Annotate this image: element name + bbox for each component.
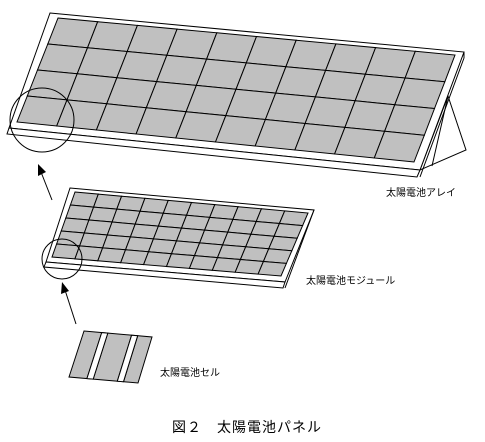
figure-caption: 図２ 太陽電池パネル bbox=[172, 420, 322, 436]
cell-label: 太陽電池セル bbox=[160, 366, 220, 379]
solar-cell-tile bbox=[262, 248, 293, 264]
array-frame-side-edge bbox=[419, 57, 465, 178]
arrow-cell-to-module bbox=[61, 282, 77, 325]
cell-busbar bbox=[86, 332, 109, 380]
module-label: 太陽電池モジュール bbox=[306, 274, 395, 287]
solar-cell-tile bbox=[273, 222, 304, 239]
array-zoom-circle bbox=[9, 87, 75, 153]
solar-module bbox=[41, 187, 315, 289]
module-frame-side-edge bbox=[284, 209, 315, 289]
cell-body bbox=[68, 330, 153, 384]
cell-busbar bbox=[116, 334, 139, 383]
solar-array bbox=[6, 12, 467, 178]
cell-busbars bbox=[86, 332, 139, 383]
solar-cell-tile bbox=[267, 235, 298, 252]
array-frame-edge bbox=[6, 127, 421, 178]
module-cell-grid bbox=[51, 191, 309, 277]
arrow-module-to-array bbox=[38, 164, 53, 201]
module-frame-edge bbox=[43, 261, 286, 289]
solar-cell-tile bbox=[257, 260, 288, 277]
array-cell-grid bbox=[16, 17, 456, 163]
array-label: 太陽電池アレイ bbox=[386, 186, 456, 199]
module-zoom-circle bbox=[41, 238, 83, 280]
solar-cell-tile bbox=[373, 130, 426, 163]
solar-cell bbox=[68, 330, 153, 384]
